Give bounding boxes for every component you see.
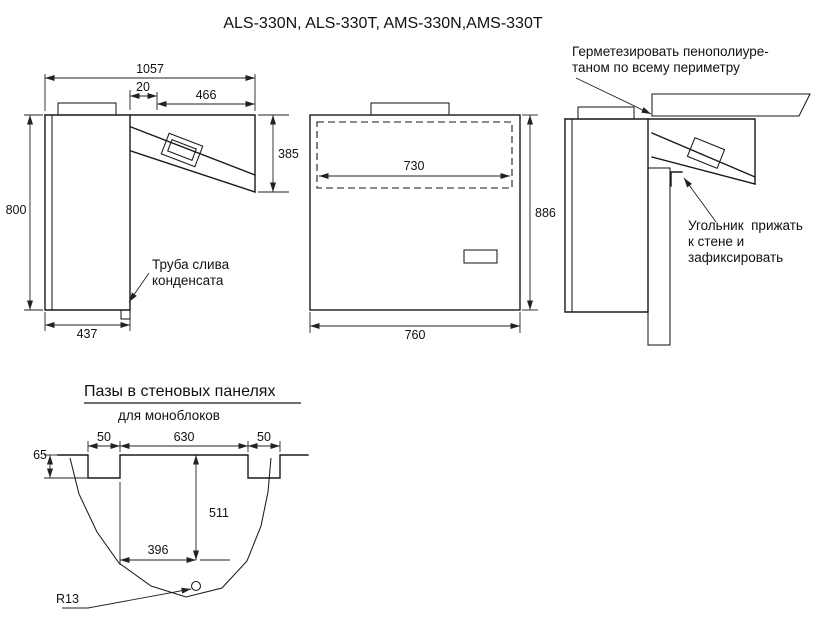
- dim-outdoor-depth-value: 437: [77, 327, 98, 341]
- dim-overall-depth: 1057: [44, 62, 256, 111]
- dim-hole-radius: R13: [56, 587, 192, 609]
- install-view-wall-column: [564, 118, 649, 313]
- leader-arrow: [128, 272, 150, 303]
- dim-slot-width-right: 50: [248, 430, 281, 452]
- side-view-lower-diagonal: [130, 150, 256, 193]
- panel-break-line: [69, 457, 272, 598]
- seal-note-line2: таном по всему периметру: [572, 60, 740, 75]
- control-box: [686, 137, 726, 169]
- dim-opening-width-value: 730: [404, 159, 425, 173]
- dim-width: 760: [309, 312, 521, 342]
- groove-heading: Пазы в стеновых панелях: [84, 383, 275, 400]
- leader-arrow: [62, 587, 192, 609]
- leader-arrow: [575, 77, 652, 115]
- side-view-upper-diagonal: [130, 126, 256, 176]
- dim-slot-width-right-value: 50: [257, 430, 271, 444]
- dim-hole-depth: 511: [193, 455, 230, 561]
- install-view-outline-top: [564, 118, 756, 185]
- vent-grille-hatch: [577, 106, 635, 120]
- dim-ledge: 20: [129, 80, 158, 110]
- leader-arrow: [683, 177, 717, 223]
- dim-wall-height-value: 800: [6, 203, 27, 217]
- drain-label-line2: конденсата: [152, 273, 224, 288]
- side-view-outline-top: [44, 114, 256, 193]
- dim-hole-offset: 396: [119, 482, 196, 565]
- wall-panel-section: [647, 167, 671, 346]
- install-view-lower-diagonal: [651, 156, 756, 185]
- bracket-note-line3: зафиксировать: [688, 250, 783, 265]
- dim-inner-depth-value: 466: [196, 88, 217, 102]
- dim-slot-spacing-value: 630: [174, 430, 195, 444]
- dim-slot-depth: 65: [33, 448, 88, 479]
- dim-width-value: 760: [405, 328, 426, 342]
- dim-opening-width: 730: [319, 159, 510, 179]
- dim-inner-depth: 466: [157, 88, 255, 107]
- dim-front-height-value: 385: [278, 147, 299, 161]
- control-box: [160, 132, 204, 168]
- dim-height-value: 886: [535, 206, 556, 220]
- bracket-note: Угольник прижать к стене и зафиксировать: [683, 177, 803, 265]
- groove-profile: Пазы в стеновых панелях для моноблоков 6…: [33, 383, 309, 609]
- seal-note: Герметезировать пенополиуре- таном по вс…: [572, 44, 769, 115]
- drain-hole: [190, 580, 202, 592]
- dim-front-height: 385: [258, 114, 299, 193]
- drain-pipe-stub: [120, 309, 131, 320]
- dim-overall-depth-value: 1057: [136, 62, 164, 76]
- dim-slot-width-left: 50: [87, 430, 121, 452]
- dim-wall-height: 800: [6, 114, 43, 311]
- dim-hole-radius-value: R13: [56, 592, 79, 606]
- dim-height: 886: [522, 114, 556, 311]
- install-view-upper-diagonal: [651, 132, 756, 178]
- wall-opening-dashed: [316, 121, 513, 189]
- installation-view: Герметезировать пенополиуре- таном по вс…: [564, 44, 811, 346]
- groove-subheading: для моноблоков: [118, 408, 220, 423]
- panel-edge-with-slots: [57, 454, 309, 479]
- dim-slot-depth-value: 65: [33, 448, 47, 462]
- ceiling-panel-section: [651, 93, 811, 117]
- side-view-wall-column: [44, 114, 131, 311]
- dim-ledge-value: 20: [136, 80, 150, 94]
- vent-grille-hatch: [57, 102, 117, 116]
- bracket-note-line2: к стене и: [688, 234, 744, 249]
- name-plate: [463, 249, 498, 264]
- dim-hole-depth-value: 511: [209, 506, 229, 520]
- drain-label: Труба слива конденсата: [128, 257, 230, 303]
- bracket-note-line1: Угольник прижать: [688, 218, 803, 233]
- side-view: 1057 20 466 385 800: [6, 62, 299, 341]
- angle-bracket: [670, 171, 683, 187]
- dim-outdoor-depth: 437: [44, 312, 131, 341]
- seal-note-line1: Герметезировать пенополиуре-: [572, 44, 769, 59]
- drain-label-line1: Труба слива: [152, 257, 230, 272]
- dim-slot-width-left-value: 50: [97, 430, 111, 444]
- dim-hole-offset-value: 396: [148, 543, 169, 557]
- front-view: 730 886 760: [309, 102, 556, 342]
- front-view-outline: [309, 114, 521, 311]
- dim-slot-spacing: 630: [120, 430, 249, 452]
- page-title: ALS-330N, ALS-330T, AMS-330N,AMS-330T: [223, 15, 542, 32]
- vent-grille-hatch: [370, 102, 450, 116]
